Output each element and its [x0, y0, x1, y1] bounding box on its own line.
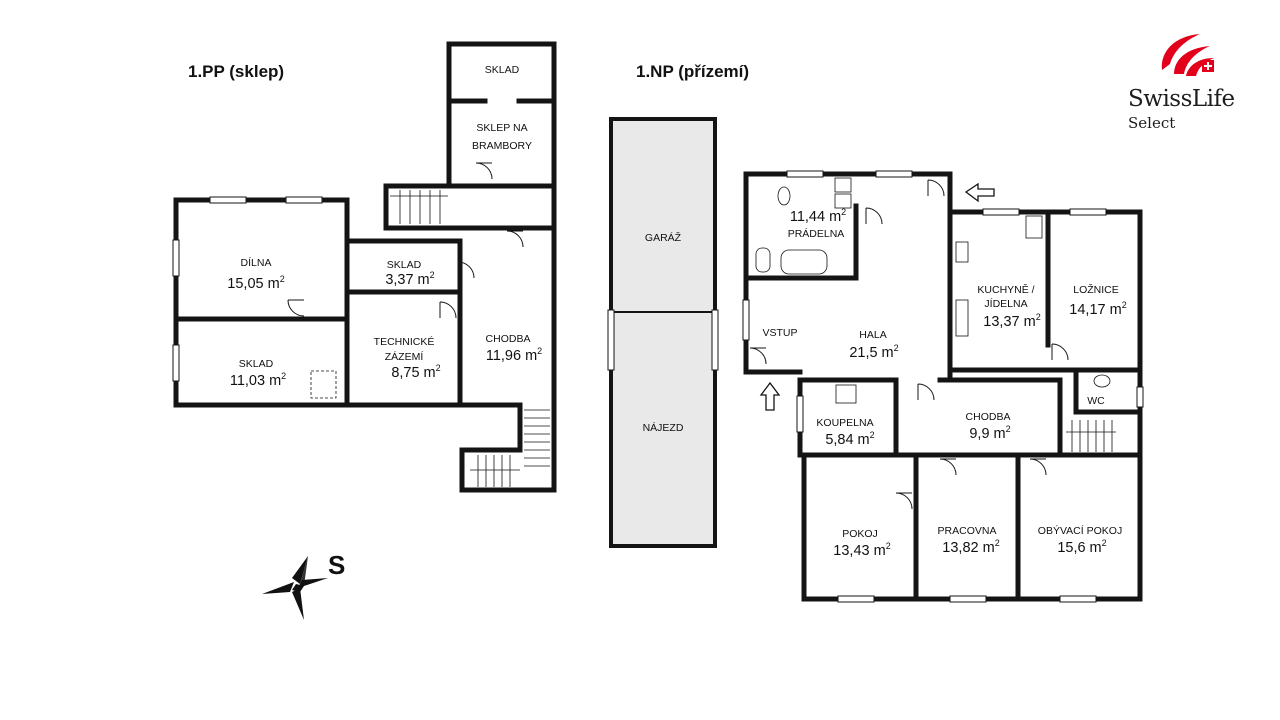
label-pracovna-area: 13,82 m2	[942, 538, 999, 556]
label-wc: WC	[1087, 395, 1105, 407]
label-loznice-name: LOŽNICE	[1073, 283, 1119, 296]
label-pradelna-name: PRÁDELNA	[788, 227, 845, 240]
label-kuchyne-area: 13,37 m2	[983, 312, 1040, 330]
label-sklad-small-area: 3,37 m2	[385, 270, 434, 288]
label-tech-area: 8,75 m2	[391, 363, 440, 381]
label-sklep-line2: BRAMBORY	[472, 140, 532, 152]
label-obyvaci-name: OBÝVACÍ POKOJ	[1038, 524, 1122, 537]
label-chodba-area: 11,96 m2	[486, 346, 542, 364]
label-dilna-area: 15,05 m2	[227, 274, 284, 292]
label-chodba-gf-name: CHODBA	[966, 411, 1011, 423]
ground-floor-title: 1.NP (přízemí)	[636, 62, 750, 81]
label-koupelna-name: KOUPELNA	[816, 417, 873, 429]
swisslife-emblem-icon	[1161, 34, 1214, 76]
label-loznice-area: 14,17 m2	[1069, 300, 1126, 318]
entrance-arrows	[759, 182, 995, 411]
window-marks	[172, 170, 1144, 603]
stairs	[390, 190, 1116, 487]
label-kuchyne-line1: KUCHYNĚ /	[977, 283, 1034, 296]
compass-star-icon	[262, 556, 328, 620]
label-sklad-top: SKLAD	[485, 64, 520, 76]
label-pokoj-area: 13,43 m2	[833, 541, 890, 559]
swisslife-logo: SwissLife Select	[1120, 30, 1260, 140]
brand-sub: Select	[1128, 114, 1176, 132]
label-hala-name: HALA	[859, 329, 886, 341]
label-obyvaci-area: 15,6 m2	[1057, 538, 1106, 556]
label-chodba-name: CHODBA	[486, 333, 531, 345]
label-pracovna-name: PRACOVNA	[938, 525, 997, 537]
label-hala-area: 21,5 m2	[849, 343, 898, 361]
label-dilna-name: DÍLNA	[241, 256, 272, 269]
brand-name: SwissLife	[1128, 86, 1235, 112]
basement-floor-title: 1.PP (sklep)	[188, 62, 285, 81]
label-najezd: NÁJEZD	[643, 421, 684, 434]
garage-block	[609, 117, 717, 548]
label-sklep-line1: SKLEP NA	[476, 122, 527, 134]
compass-south-letter: S	[328, 550, 346, 580]
label-vstup: VSTUP	[762, 327, 797, 339]
label-garaz: GARÁŽ	[645, 231, 682, 244]
label-pokoj-name: POKOJ	[842, 528, 878, 540]
label-sklad-big-name: SKLAD	[239, 358, 274, 370]
door-swings	[287, 162, 1069, 510]
label-tech-line2: ZÁZEMÍ	[385, 350, 424, 363]
fixtures	[310, 177, 1111, 404]
compass: S	[258, 548, 368, 628]
label-sklad-small-name: SKLAD	[387, 259, 422, 271]
label-chodba-gf-area: 9,9 m2	[969, 424, 1010, 442]
label-sklad-big-area: 11,03 m2	[230, 371, 286, 389]
label-tech-line1: TECHNICKÉ	[374, 335, 435, 348]
label-pradelna-area: 11,44 m2	[790, 207, 846, 225]
label-kuchyne-line2: JÍDELNA	[984, 297, 1027, 310]
basement-walls	[173, 41, 557, 493]
label-koupelna-area: 5,84 m2	[825, 430, 874, 448]
